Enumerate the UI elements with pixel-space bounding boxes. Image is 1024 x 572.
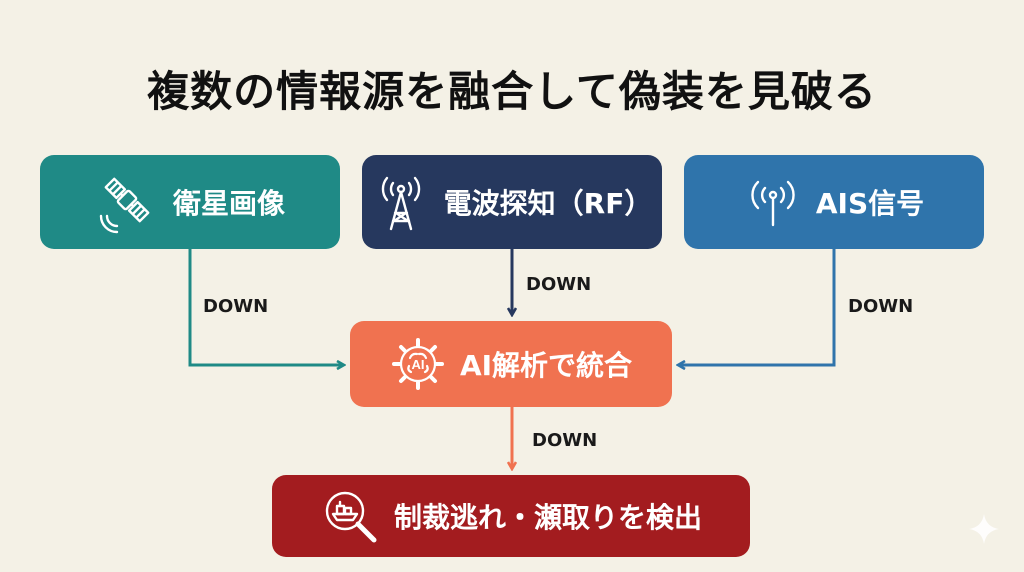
- antenna-icon: [744, 173, 802, 231]
- sparkle-icon: [967, 512, 1001, 550]
- node-detect-label: 制裁逃れ・瀬取りを検出: [393, 501, 702, 534]
- edge-label-ais: DOWN: [848, 296, 914, 317]
- node-satellite-label: 衛星画像: [172, 187, 285, 220]
- magnifier-ship-icon: [320, 486, 380, 546]
- node-ai: AI AI解析で統合: [350, 321, 672, 407]
- edge-label-rf: DOWN: [526, 274, 592, 295]
- node-rf-label: 電波探知（RF）: [443, 187, 653, 220]
- node-ai-label: AI解析で統合: [459, 349, 633, 382]
- page-title: 複数の情報源を融合して偽装を見破る: [147, 67, 877, 116]
- edge-label-satellite: DOWN: [203, 296, 269, 317]
- radio-tower-icon: [372, 171, 430, 233]
- edge-label-ai: DOWN: [532, 430, 598, 451]
- ai-brain-gear-icon: AI: [390, 336, 446, 392]
- node-satellite: 衛星画像: [40, 155, 340, 249]
- edge-satellite-to-ai: [188, 249, 343, 365]
- node-ais-label: AIS信号: [815, 187, 925, 220]
- node-ais: AIS信号: [684, 155, 984, 249]
- svg-text:AI: AI: [411, 357, 424, 372]
- satellite-icon: [95, 170, 159, 234]
- edge-ais-to-ai: [679, 249, 836, 365]
- node-rf: 電波探知（RF）: [362, 155, 662, 249]
- node-detect: 制裁逃れ・瀬取りを検出: [272, 475, 750, 557]
